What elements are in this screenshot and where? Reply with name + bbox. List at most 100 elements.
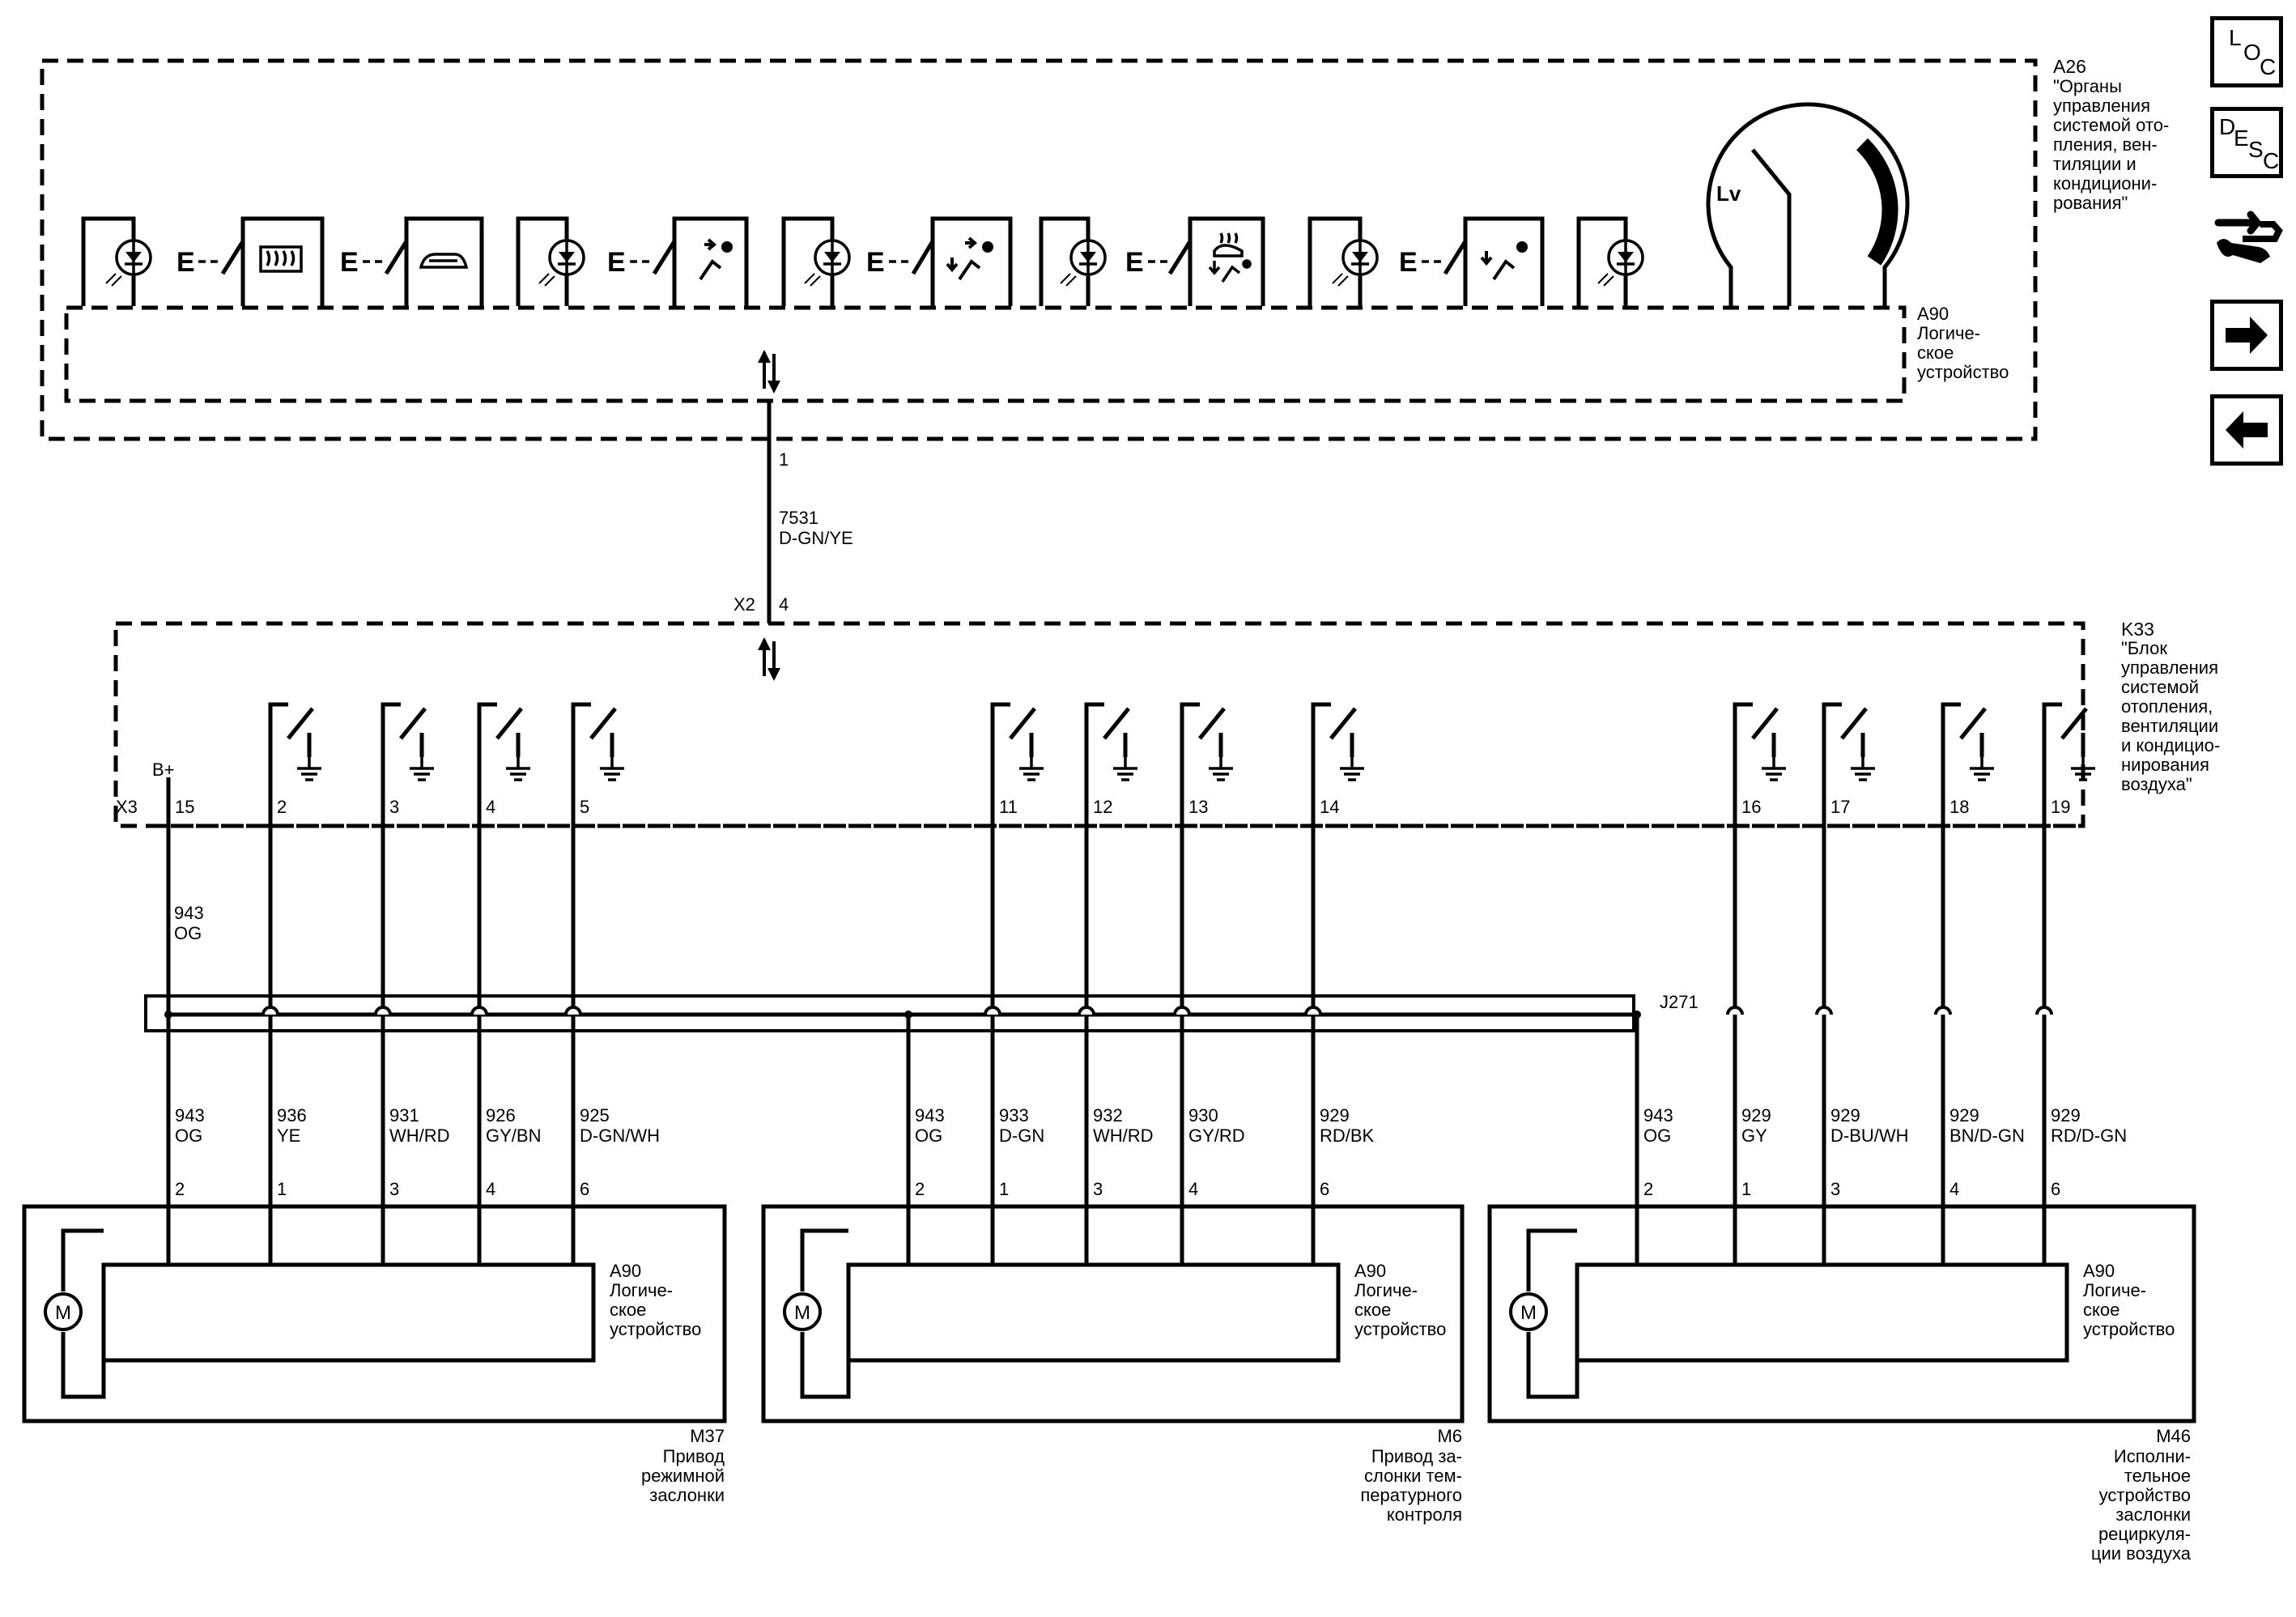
module-frame (1188, 216, 1265, 306)
wire-crossover (564, 1006, 582, 1015)
wire-circuit: 929 (1320, 1105, 1350, 1126)
a90-top-label: A90 Логиче- ское устройство (1917, 304, 2009, 382)
wire-circuit: 932 (1093, 1105, 1123, 1126)
wire-crossover (1815, 1006, 1833, 1015)
previous-page-button[interactable] (2210, 394, 2283, 466)
face-vent-icon (699, 238, 733, 281)
motor-icon (44, 1292, 83, 1331)
wire-pin: 1 (1741, 1179, 1751, 1199)
knob-dial (1706, 102, 1910, 306)
motor-loop (1526, 1228, 1580, 1399)
wire-crossover (2035, 1006, 2053, 1015)
actuator-name-line: устройство (2099, 1485, 2191, 1505)
a26-logic-unit (64, 305, 1907, 403)
loc-letter: C (2260, 54, 2277, 79)
logic-label-line: A90 (2083, 1261, 2115, 1281)
wire-circuit: 929 (1741, 1105, 1771, 1126)
wire-pin: 6 (2051, 1179, 2060, 1199)
driver-switch (477, 702, 523, 826)
a26-desc-line: тиляции и (2053, 154, 2137, 174)
driver-switch (381, 702, 427, 826)
connector-repair-button[interactable] (2210, 198, 2283, 270)
temperature-knob: Lv (1706, 102, 1910, 306)
wire-circuit: 933 (999, 1105, 1029, 1126)
potentiometer-icon: Lv (1716, 181, 1741, 206)
desc-button[interactable]: D E S C (2210, 107, 2283, 178)
wire-color: GY/RD (1188, 1126, 1245, 1146)
actuator-name-line: заслонки (2115, 1504, 2191, 1525)
loc-letter: O (2243, 40, 2261, 65)
wire-crossover (1304, 1006, 1322, 1015)
driver-switch (268, 702, 314, 826)
a26-desc-line: рования" (2053, 193, 2128, 213)
switch-contact (220, 240, 245, 275)
wire-color: D-GN (999, 1126, 1044, 1146)
loc-button[interactable]: L O C (2210, 16, 2283, 87)
driver-switch (2042, 702, 2088, 826)
a26-desc-line: пления, вен- (2053, 134, 2158, 155)
wire-pin: 4 (1188, 1179, 1198, 1199)
motor-label: M (794, 1302, 810, 1324)
a26-desc-line: "Органы (2053, 76, 2122, 96)
k33-module: K33 "Блок управления системой отопления,… (113, 619, 2220, 828)
a26-desc-line: управления (2053, 96, 2150, 116)
x3-pin-number: 3 (389, 797, 399, 817)
switch-glyph: E (1125, 247, 1144, 278)
wire-pin: 2 (175, 1179, 185, 1199)
wire-pin: 4 (486, 1179, 495, 1199)
wire-circuit: 929 (2051, 1105, 2081, 1126)
actuator-name-line: Привод (663, 1446, 725, 1466)
wire-color: OG (1643, 1126, 1671, 1146)
module-frame (516, 216, 569, 306)
wire-crossover (1726, 1006, 1744, 1015)
logic-label-line: ское (1354, 1300, 1391, 1320)
ground-icon (1112, 755, 1139, 781)
actuator-name-line: контроля (1387, 1504, 1462, 1525)
logic-label-line: A90 (1354, 1261, 1386, 1281)
next-page-button[interactable] (2210, 300, 2283, 371)
ground-icon (296, 755, 323, 781)
actuator-name-line: Привод за- (1371, 1446, 1462, 1466)
wire-color: BN/D-GN (1949, 1126, 2025, 1146)
module-frame (1039, 216, 1091, 306)
motor-label: M (1520, 1302, 1537, 1324)
k33-desc-line: и кондицио- (2121, 735, 2220, 755)
motor-icon (1509, 1292, 1548, 1331)
driver-switch (1311, 702, 1357, 826)
wire-crossover (374, 1006, 392, 1015)
actuator-name-line: Исполни- (2114, 1446, 2191, 1466)
wire-pin: 2 (915, 1179, 925, 1199)
wire-circuit: 930 (1188, 1105, 1218, 1126)
actuator-housing (761, 1204, 1465, 1423)
k33-desc-line: системой (2121, 677, 2199, 697)
control-modules: E E E (81, 102, 1910, 306)
switch-contact (1167, 240, 1193, 275)
actuator-housing (1487, 1204, 2196, 1423)
wire-color: GY (1741, 1126, 1767, 1146)
module-frame (672, 216, 749, 306)
link-circuit: 7531 (779, 508, 818, 528)
logic-label-line: устройство (2083, 1319, 2175, 1339)
link-top-pin: 1 (779, 449, 789, 470)
x3-connector: X3 (116, 797, 138, 817)
logic-label-line: Логиче- (610, 1280, 673, 1300)
x3-pin-number: 14 (1320, 797, 1339, 817)
supply-color: OG (174, 923, 202, 943)
knob-wiper (1751, 148, 1792, 306)
ground-icon (1849, 755, 1877, 781)
motor-loop (61, 1228, 106, 1399)
desc-letter: E (2234, 126, 2249, 151)
ground-icon (1760, 755, 1788, 781)
logic-label-line: ское (610, 1300, 646, 1320)
switch-contact (652, 240, 677, 275)
x3-pin-number: 17 (1830, 797, 1850, 817)
x3-pin-number: 15 (175, 797, 194, 817)
module-frame (1576, 216, 1628, 306)
desc-letter: C (2263, 148, 2280, 173)
